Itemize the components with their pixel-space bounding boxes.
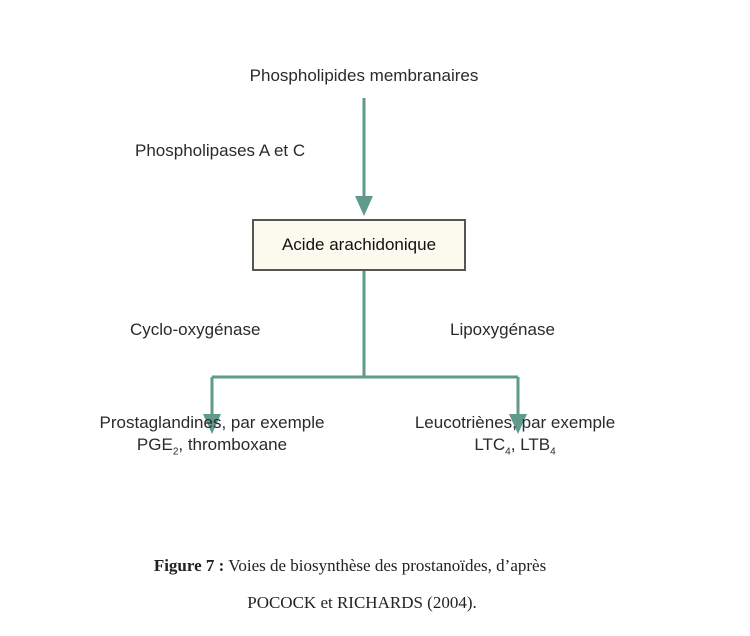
caption-text: Voies de biosynthèse des prostanoïdes, d… xyxy=(228,556,547,575)
arrowhead-left xyxy=(203,414,221,434)
arachidonic-acid-label: Acide arachidonique xyxy=(281,235,437,254)
ltb-text: , LTB xyxy=(510,435,551,454)
thromboxane-text: , thromboxane xyxy=(178,435,288,454)
ltc-text: LTC xyxy=(474,435,506,454)
pge-text: PGE xyxy=(136,435,173,454)
phospholipases-label: Phospholipases A et C xyxy=(135,141,306,160)
caption-line2: POCOCK et RICHARDS (2004). xyxy=(247,593,477,612)
leukotrienes-node: Leucotriènes, par exemple LTC4, LTB4 xyxy=(415,412,615,463)
prostaglandins-line1: Prostaglandines, par exemple xyxy=(99,413,325,432)
ltb-subscript: 4 xyxy=(550,446,556,458)
caption-line1: Figure 7 : Voies de biosynthèse des pros… xyxy=(154,556,546,576)
lipoxygenase-label: Lipoxygénase xyxy=(450,320,555,339)
leukotrienes-line2: LTC4, LTB4 xyxy=(415,434,615,463)
prostaglandins-line2: PGE2, thromboxane xyxy=(100,434,325,463)
ltc-subscript: 4 xyxy=(505,446,511,458)
arachidonic-acid-box: Acide arachidonique xyxy=(252,219,466,271)
phospholipids-label: Phospholipides membranaires xyxy=(249,66,479,85)
pge-subscript: 2 xyxy=(172,446,179,458)
arrowhead-right xyxy=(509,414,527,434)
cyclooxygenase-label: Cyclo-oxygénase xyxy=(130,320,261,339)
leukotrienes-line1: Leucotriènes, par exemple xyxy=(414,413,616,432)
arrowhead-center xyxy=(355,196,373,216)
prostaglandins-node: Prostaglandines, par exemple PGE2, throm… xyxy=(100,412,325,463)
caption-label: Figure 7 : xyxy=(153,556,225,575)
